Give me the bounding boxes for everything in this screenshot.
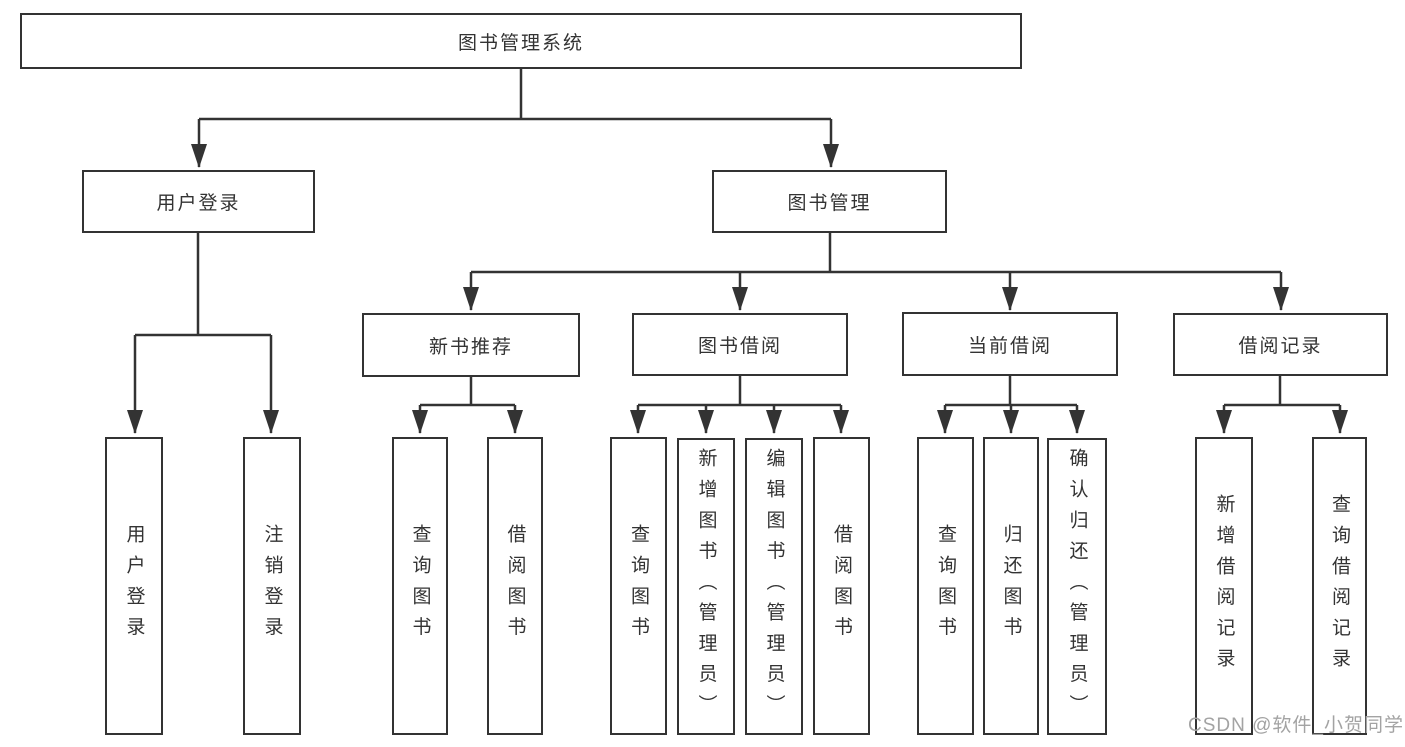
node-book-management: 图书管理: [712, 170, 947, 233]
node-library-management-system: 图书管理系统: [20, 13, 1022, 69]
leaf-query-borrow-record: 查询借阅记录: [1312, 437, 1367, 735]
leaf-query-borrow-record-label: 查询借阅记录: [1329, 493, 1350, 679]
leaf-logout-label: 注销登录: [261, 524, 283, 648]
leaf-borrow-books-borrowing-label: 借阅图书: [831, 524, 852, 648]
leaf-borrow-books-recommend-label: 借阅图书: [504, 524, 526, 648]
leaf-logout: 注销登录: [243, 437, 301, 735]
leaf-user-login: 用户登录: [105, 437, 163, 735]
leaf-add-book-admin: 新增图书（管理员）: [677, 438, 735, 735]
node-user-login: 用户登录: [82, 170, 315, 233]
leaf-query-books-recommend-label: 查询图书: [409, 524, 431, 648]
leaf-borrow-books-recommend: 借阅图书: [487, 437, 543, 735]
leaf-borrow-books-borrowing: 借阅图书: [813, 437, 870, 735]
leaf-return-book: 归还图书: [983, 437, 1039, 735]
node-book-borrowing: 图书借阅: [632, 313, 848, 376]
leaf-query-books-recommend: 查询图书: [392, 437, 448, 735]
node-current-borrowing: 当前借阅: [902, 312, 1118, 376]
leaf-edit-book-admin: 编辑图书（管理员）: [745, 438, 803, 735]
leaf-confirm-return-admin: 确认归还（管理员）: [1047, 438, 1107, 735]
leaf-user-login-label: 用户登录: [123, 524, 145, 648]
leaf-query-books-current: 查询图书: [917, 437, 974, 735]
leaf-query-books-borrowing: 查询图书: [610, 437, 667, 735]
leaf-query-books-current-label: 查询图书: [935, 524, 956, 648]
connector-group: [127, 69, 1348, 434]
leaf-add-book-admin-label: 新增图书（管理员）: [695, 447, 717, 726]
leaf-confirm-return-admin-label: 确认归还（管理员）: [1066, 447, 1088, 726]
leaf-query-books-borrowing-label: 查询图书: [628, 524, 649, 648]
node-borrowing-records: 借阅记录: [1173, 313, 1388, 376]
leaf-add-borrow-record-label: 新增借阅记录: [1213, 493, 1235, 679]
leaf-add-borrow-record: 新增借阅记录: [1195, 437, 1253, 735]
leaf-edit-book-admin-label: 编辑图书（管理员）: [763, 447, 785, 726]
csdn-watermark: CSDN @软件_小贺同学: [1188, 715, 1404, 736]
leaf-return-book-label: 归还图书: [1000, 524, 1022, 648]
node-new-book-recommendation: 新书推荐: [362, 313, 580, 377]
